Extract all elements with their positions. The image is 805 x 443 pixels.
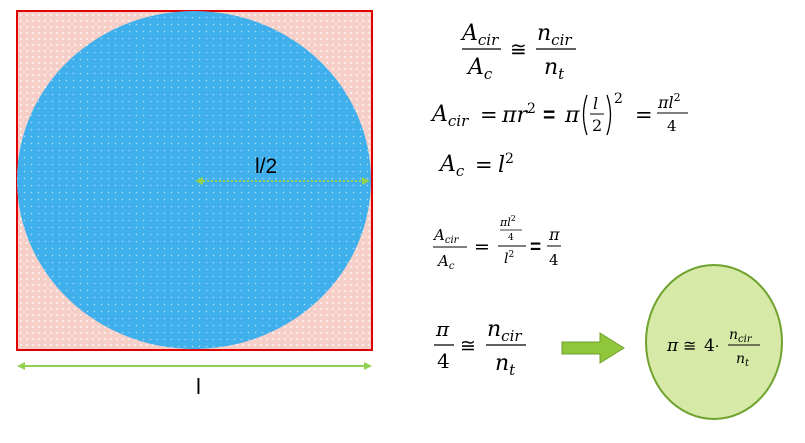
svg-text:≅: ≅ [683,336,696,355]
svg-text:2: 2 [614,91,623,107]
svg-text:ncir: ncir [537,21,572,49]
pi-estimate-equation: π 4 ≅ ncir nt [434,317,526,379]
svg-text:ncir: ncir [729,327,753,345]
svg-text:πl2: πl2 [657,91,681,112]
svg-text:π: π [666,336,679,356]
circle-area-equation: Acir = πr2 = π l 2 2 = πl2 4 [430,91,688,136]
svg-text:=: = [530,237,541,258]
svg-text:4: 4 [667,117,677,135]
svg-text:Ac: Ac [438,152,465,180]
inscribed-circle [17,11,371,349]
svg-text:Acir: Acir [430,102,469,130]
svg-text:4·: 4· [704,336,719,356]
svg-text:=: = [543,104,555,127]
svg-text:≅: ≅ [510,37,527,61]
area-ratio-equation: Acir Ac ≅ ncir nt [460,21,576,83]
svg-text:=: = [635,103,653,127]
svg-text:≅: ≅ [460,335,476,357]
svg-text:π: π [548,225,560,244]
svg-text:l2: l2 [498,151,514,178]
half-side-label: l/2 [255,155,277,178]
square-area-equation: Ac = l2 [438,151,514,180]
result-circle [645,264,783,420]
svg-text:=: = [474,236,490,258]
svg-text:πr2: πr2 [501,101,536,128]
svg-text:πl2: πl2 [499,214,516,229]
svg-text:4: 4 [549,251,559,269]
svg-text:π: π [564,103,580,128]
svg-text:Acir: Acir [432,226,460,246]
svg-text:2: 2 [592,116,602,135]
svg-text:π: π [435,317,450,341]
svg-text:l: l [593,94,598,113]
side-label: l [196,374,201,399]
svg-text:4: 4 [437,349,450,373]
svg-text:=: = [475,153,493,177]
svg-text:=: = [480,103,498,127]
svg-text:4: 4 [508,233,514,243]
svg-text:nt: nt [736,351,750,369]
svg-text:Ac: Ac [466,55,493,83]
ratio-simplification-equation: Acir Ac = πl2 4 l2 = π 4 [432,214,561,272]
svg-text:Acir: Acir [460,21,499,49]
svg-text:l2: l2 [504,250,514,267]
svg-text:nt: nt [495,351,516,379]
svg-text:Ac: Ac [436,252,455,272]
svg-text:ncir: ncir [487,317,522,345]
implication-arrow [561,332,625,364]
result-equation: π ≅ 4· ncir nt [666,327,760,369]
svg-text:nt: nt [544,55,565,83]
